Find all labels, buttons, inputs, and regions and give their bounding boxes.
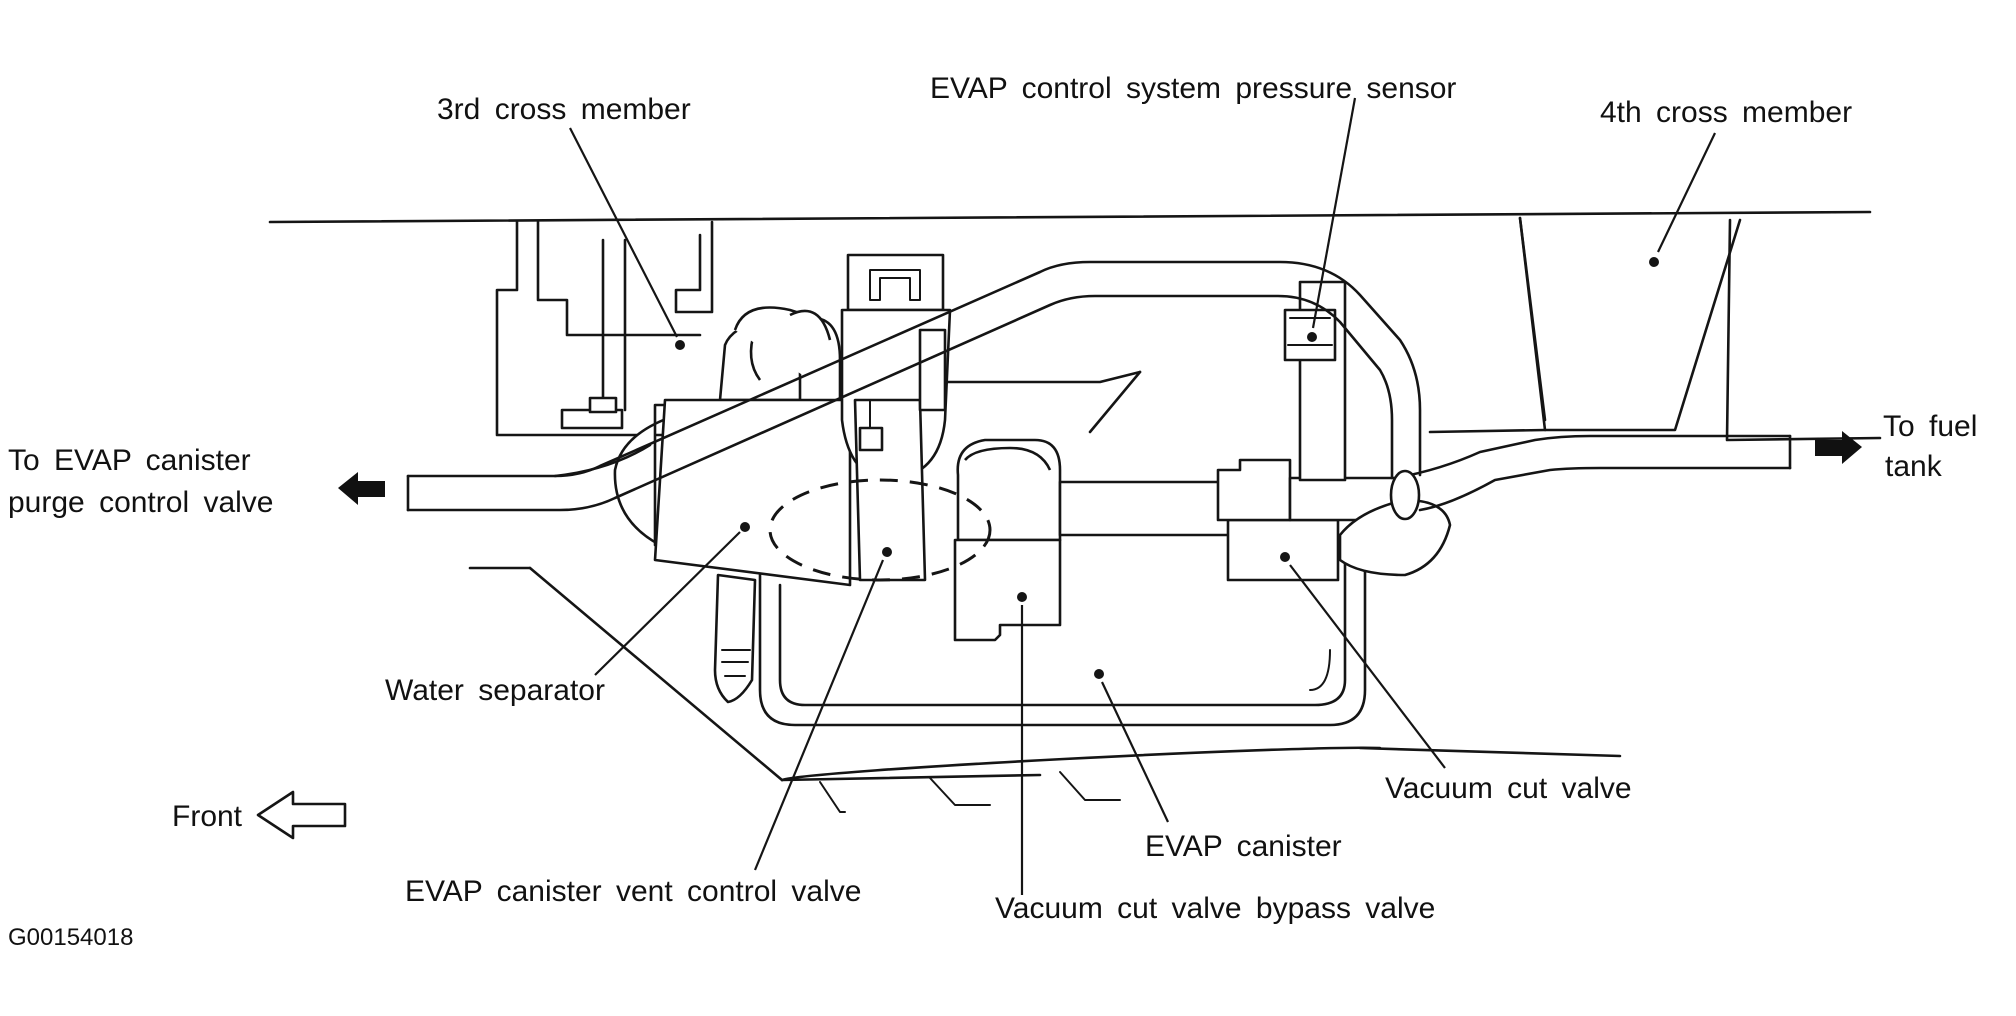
figure-code: G00154018 [8,924,133,951]
bypass-valve [768,438,1237,642]
evap-canister-body [758,523,1367,727]
vent-control-valve [840,253,952,582]
frame-structure [268,210,1882,813]
label-vent-control-valve: EVAP canister vent control valve [405,875,861,908]
label-3rd-cross-member: 3rd cross member [437,93,691,126]
label-vacuum-cut-valve: Vacuum cut valve [1385,772,1632,805]
vacuum-cut-valve [1216,280,1452,582]
label-bypass-valve: Vacuum cut valve bypass valve [995,892,1435,925]
label-front: Front [172,800,243,833]
water-separator [613,306,852,704]
hoses [406,260,1792,521]
label-to-fuel-tank-1: To fuel [1883,410,1977,443]
label-pressure-sensor: EVAP control system pressure sensor [930,72,1456,105]
label-water-separator: Water separator [385,674,605,707]
leader-lines [569,97,1716,895]
label-to-fuel-tank-2: tank [1885,450,1943,483]
label-4th-cross-member: 4th cross member [1600,96,1852,129]
label-to-purge-valve-2: purge control valve [8,486,273,519]
solid-arrow-left-icon [338,472,385,505]
label-to-purge-valve-1: To EVAP canister [8,444,251,477]
solid-arrow-right-icon [1815,431,1862,464]
hollow-arrow-left-icon [256,790,347,840]
label-evap-canister: EVAP canister [1145,830,1342,863]
